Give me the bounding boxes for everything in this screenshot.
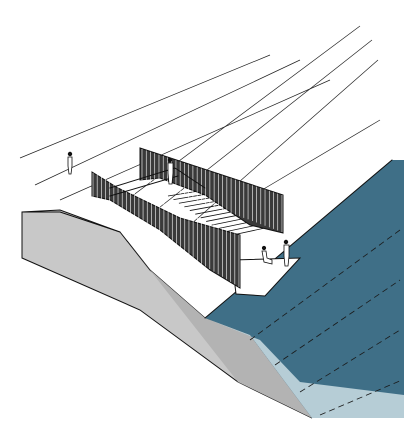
water-shallow	[205, 318, 404, 418]
figure-top	[167, 157, 174, 185]
figure-seated	[261, 245, 273, 265]
front-fin-wall	[91, 171, 241, 289]
stair-pavilion	[91, 147, 302, 297]
figure-bottom	[283, 239, 290, 267]
river-water	[204, 159, 404, 418]
water-deep	[205, 160, 404, 418]
figure-left	[67, 151, 73, 175]
front-fin-lines	[92, 173, 240, 287]
